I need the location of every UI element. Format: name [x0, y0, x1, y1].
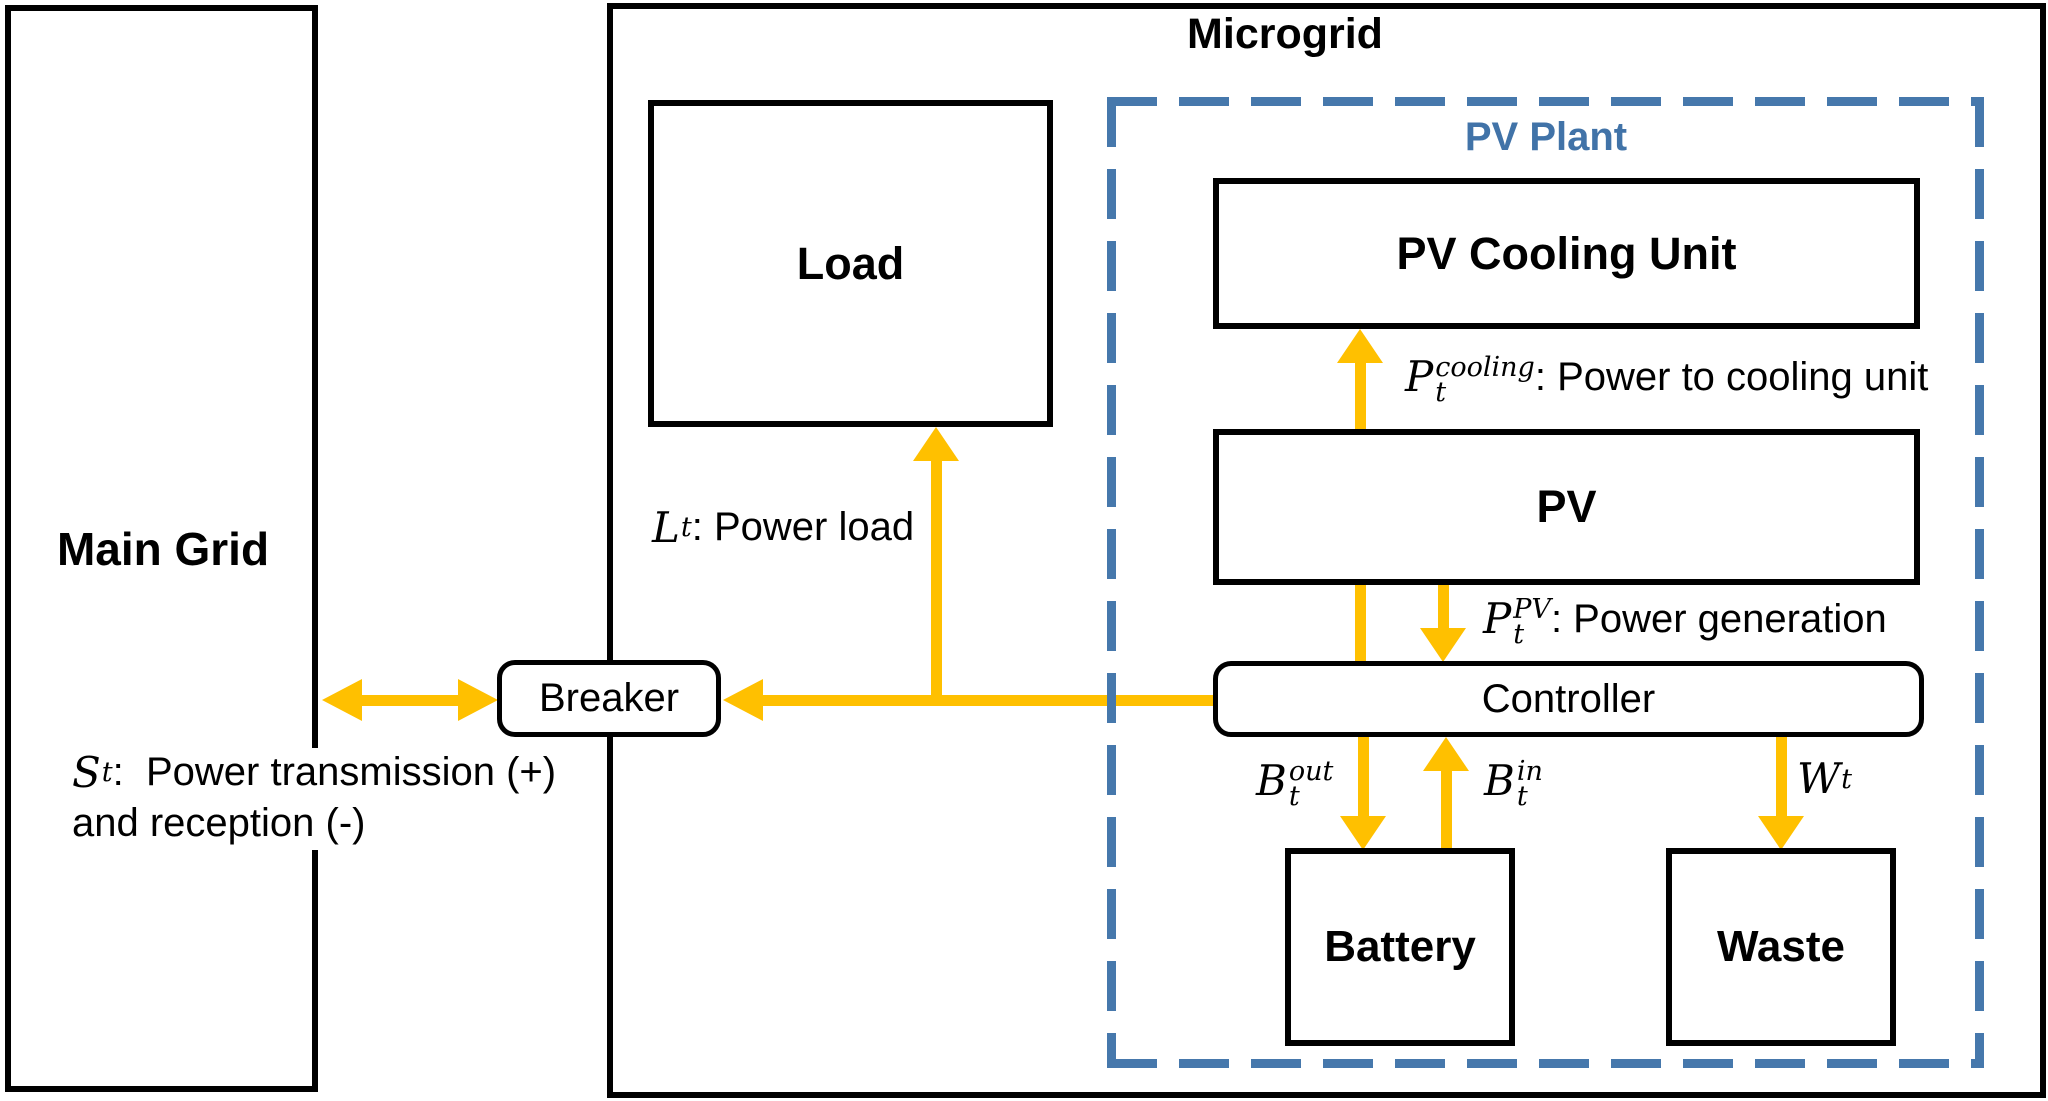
b-in-subscript: t — [1516, 781, 1528, 812]
main-grid-box — [5, 5, 318, 1092]
breaker-label: Breaker — [538, 676, 680, 720]
s-variable: S — [72, 747, 101, 797]
b-out-subscript: t — [1288, 781, 1300, 812]
p-pv-superscript: PV — [1513, 594, 1551, 625]
battery-box: Battery — [1285, 848, 1515, 1046]
waste-box: Waste — [1666, 848, 1896, 1046]
p-pv-subscript: t — [1513, 619, 1525, 650]
l-desc: : Power load — [691, 505, 915, 549]
pv-box: PV — [1213, 429, 1920, 585]
breaker-box: Breaker — [497, 660, 721, 737]
s-desc: : Power transmission (+) — [112, 750, 557, 794]
b-out-variable: B — [1256, 756, 1287, 805]
controller-label: Controller — [1481, 676, 1656, 721]
pv-label: PV — [1536, 481, 1597, 532]
w-subscript: t — [1841, 763, 1853, 795]
w-variable: W — [1797, 754, 1841, 803]
controller-box: Controller — [1213, 661, 1924, 737]
battery-label: Battery — [1324, 922, 1476, 971]
p-cooling-variable: P — [1405, 352, 1434, 401]
l-variable: L — [652, 502, 680, 552]
pv-plant-border-left — [1107, 97, 1116, 1068]
microgrid-title: Microgrid — [1187, 10, 1383, 58]
pv-cooling-unit-box: PV Cooling Unit — [1213, 178, 1920, 329]
pv-plant-border-right — [1975, 97, 1984, 1068]
pv-plant-label: PV Plant — [1464, 115, 1628, 159]
pv-plant-border-top — [1107, 97, 1984, 106]
b-out-superscript: out — [1288, 756, 1334, 787]
pv-plant-border-bottom — [1107, 1059, 1984, 1068]
p-cooling-superscript: cooling — [1435, 352, 1535, 383]
p-cooling-subscript: t — [1435, 377, 1447, 408]
b-in-variable: B — [1484, 756, 1515, 805]
b-in-superscript: in — [1516, 756, 1543, 787]
waste-label: Waste — [1717, 922, 1845, 971]
p-cooling-desc: : Power to cooling unit — [1534, 354, 1929, 399]
microgrid-box — [607, 3, 2046, 1098]
p-pv-variable: P — [1483, 594, 1512, 643]
main-grid-label: Main Grid — [56, 523, 270, 575]
load-box: Load — [648, 100, 1053, 427]
s-desc-line2: and reception (-) — [72, 801, 366, 845]
load-label: Load — [796, 237, 905, 289]
p-pv-desc: : Power generation — [1550, 596, 1887, 641]
s-subscript: t — [101, 757, 113, 788]
l-subscript: t — [680, 512, 692, 543]
pv-cooling-unit-label: PV Cooling Unit — [1396, 227, 1737, 279]
